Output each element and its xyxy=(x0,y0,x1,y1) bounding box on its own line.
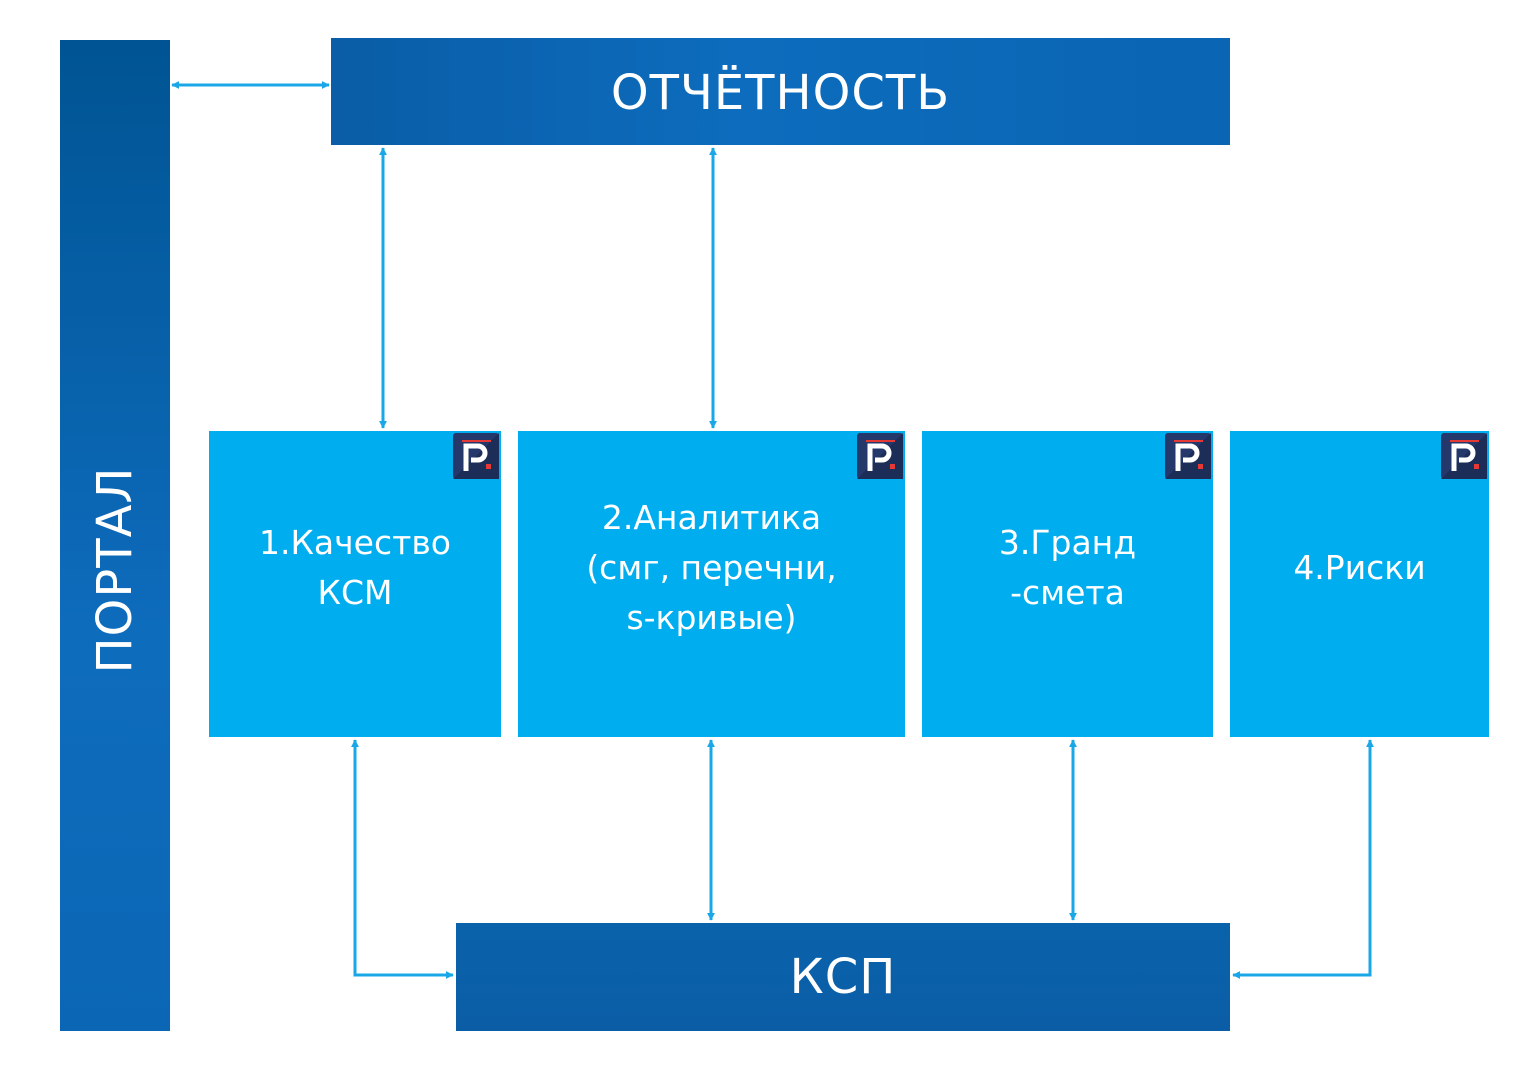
arrow-quality-ksp xyxy=(351,739,454,979)
module-title: 3.Гранд -смета xyxy=(998,523,1137,612)
module-analytics: 2.Аналитика (смг, перечни, s-кривые) xyxy=(518,431,905,737)
p-logo-icon xyxy=(453,433,499,479)
p-logo-icon xyxy=(1441,433,1487,479)
reporting-label: ОТЧЁТНОСТЬ xyxy=(610,64,951,121)
arrow-risks-ksp xyxy=(1232,739,1374,979)
p-logo-icon xyxy=(857,433,903,479)
p-logo-icon xyxy=(1165,433,1211,479)
module-risks: 4.Риски xyxy=(1230,431,1489,737)
module-title: 1.Качество КСМ xyxy=(259,523,451,612)
reporting-bar: ОТЧЁТНОСТЬ xyxy=(331,38,1230,145)
module-title: 4.Риски xyxy=(1293,548,1426,587)
module-quality: 1.Качество КСМ xyxy=(209,431,501,737)
module-title: 2.Аналитика (смг, перечни, s-кривые) xyxy=(586,498,837,637)
ksp-label: КСП xyxy=(789,949,897,1005)
ksp-bar: КСП xyxy=(456,923,1230,1031)
module-grand-smeta: 3.Гранд -смета xyxy=(922,431,1213,737)
portal-bar xyxy=(60,40,170,1031)
